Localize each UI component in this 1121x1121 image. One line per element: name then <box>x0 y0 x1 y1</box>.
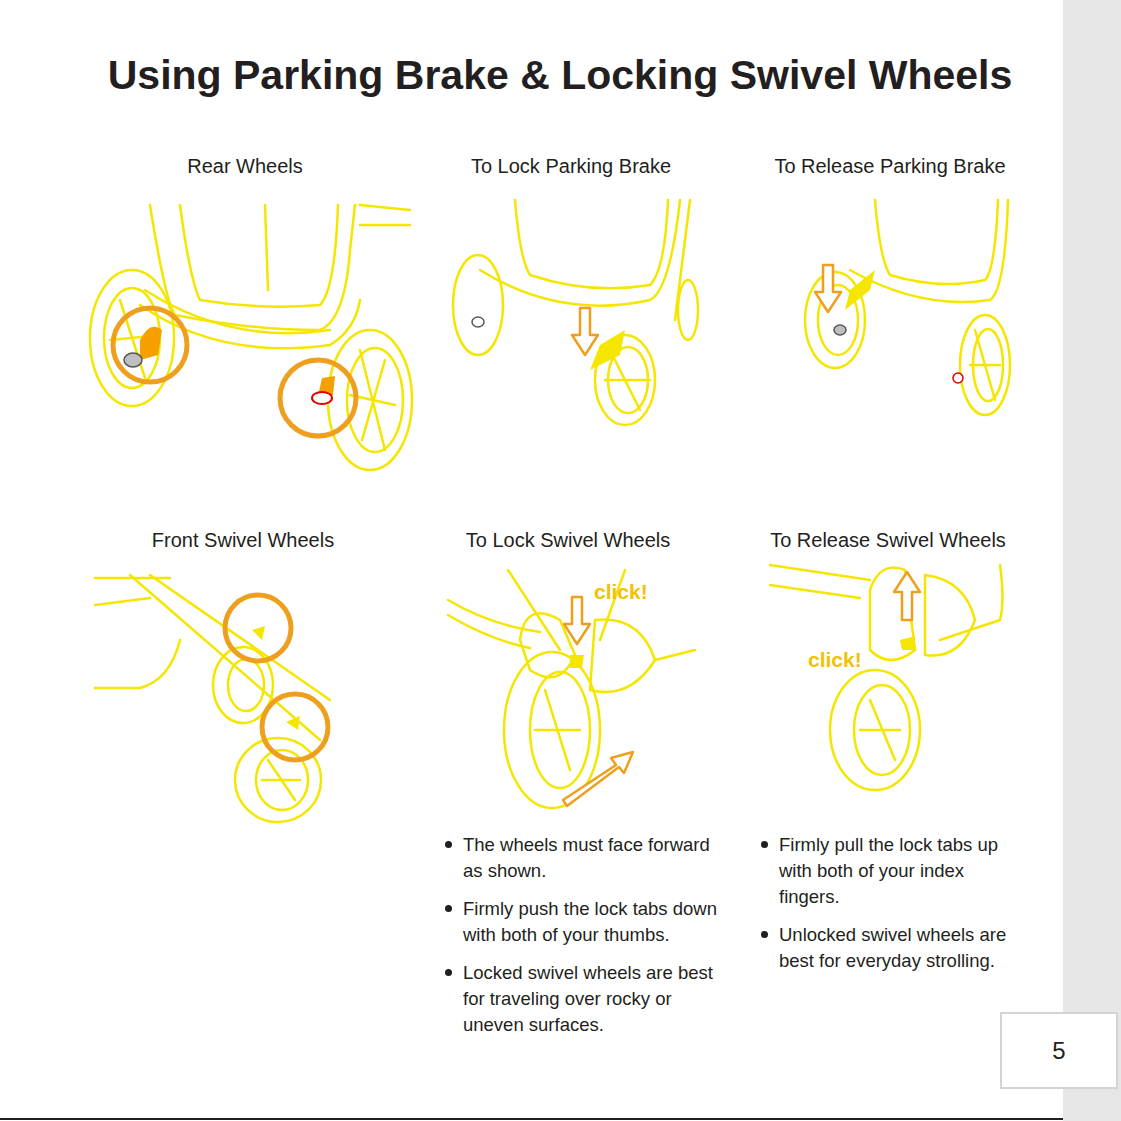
bullet-note: Firmly pull the lock tabs up with both o… <box>761 832 1011 910</box>
bullet-dot <box>445 905 452 912</box>
note-text: Firmly push the lock tabs down with both… <box>463 898 717 945</box>
bullet-dot <box>445 969 452 976</box>
bullet-note: Unlocked swivel wheels are best for ever… <box>761 922 1011 974</box>
note-text: Unlocked swivel wheels are best for ever… <box>779 924 1006 971</box>
bullet-dot <box>445 841 452 848</box>
bullet-note: Locked swivel wheels are best for travel… <box>445 960 730 1038</box>
panel-heading: To Release Parking Brake <box>774 155 1005 178</box>
page-number: 5 <box>1052 1037 1065 1065</box>
panel-heading: To Release Swivel Wheels <box>770 529 1006 552</box>
panel-heading: To Lock Swivel Wheels <box>466 529 671 552</box>
side-band <box>1063 0 1121 1121</box>
click-cue: click! <box>808 648 862 672</box>
highlight-parts <box>124 270 963 730</box>
panel-heading: To Lock Parking Brake <box>471 155 671 178</box>
panel-heading: Front Swivel Wheels <box>152 529 334 552</box>
bullet-dot <box>761 931 768 938</box>
callout-circles <box>113 308 356 760</box>
panel-heading: Rear Wheels <box>187 155 303 178</box>
bottom-rule <box>0 1118 1063 1120</box>
note-text: Locked swivel wheels are best for travel… <box>463 962 713 1035</box>
bullet-note: Firmly push the lock tabs down with both… <box>445 896 730 948</box>
note-text: Firmly pull the lock tabs up with both o… <box>779 834 998 907</box>
page-number-box: 5 <box>1000 1012 1118 1089</box>
bullet-dot <box>761 841 768 848</box>
page-title: Using Parking Brake & Locking Swivel Whe… <box>108 52 1013 99</box>
note-text: The wheels must face forward as shown. <box>463 834 710 881</box>
bullet-note: The wheels must face forward as shown. <box>445 832 730 884</box>
click-cue: click! <box>594 580 648 604</box>
line-art <box>90 200 1010 822</box>
